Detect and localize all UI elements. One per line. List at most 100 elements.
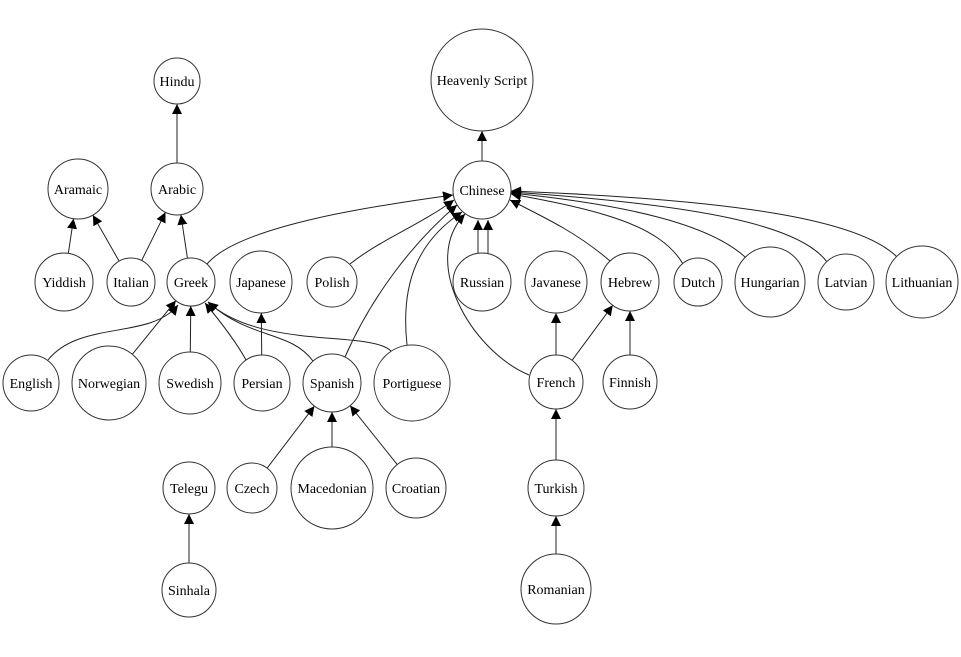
node-label: Polish [314,276,349,291]
edge-spanish-to-chinese [344,204,458,358]
node-label: Chinese [459,184,504,199]
node-label: Aramaic [54,183,102,198]
node-label: Hebrew [608,276,653,291]
edge-greek-to-arabic [177,214,188,259]
node-circle [153,57,201,105]
node-greek[interactable]: Greek [166,257,216,307]
node-label: Norwegian [78,377,140,392]
node-hungarian[interactable]: Hungarian [734,246,806,318]
node-circle [158,351,222,415]
node-label: Hungarian [740,276,799,291]
node-circle [373,344,451,422]
node-polish[interactable]: Polish [306,256,358,308]
node-label: Heavenly Script [437,74,528,89]
node-label: English [10,377,53,392]
node-label: Romanian [527,583,585,598]
node-dutch[interactable]: Dutch [673,257,723,307]
node-label: Greek [174,276,208,291]
node-sinhala[interactable]: Sinhala [161,562,217,618]
node-french[interactable]: French [528,354,584,410]
node-label: Macedonian [297,482,366,497]
node-persian[interactable]: Persian [233,354,291,412]
node-chinese[interactable]: Chinese [452,160,512,220]
node-label: Italian [113,276,149,291]
node-circle [162,461,216,515]
node-circle [233,354,291,412]
node-circle [817,253,875,311]
node-hindu[interactable]: Hindu [153,57,201,105]
edge-hungarian-to-chinese [510,189,746,258]
node-finnish[interactable]: Finnish [602,354,658,410]
node-macedonian[interactable]: Macedonian [290,446,374,530]
node-circle [166,257,216,307]
node-label: Czech [235,482,270,497]
node-label: Turkish [534,482,577,497]
edge-norwegian-to-greek [131,300,177,355]
node-label: Sinhala [168,584,211,599]
node-japanese[interactable]: Japanese [229,250,293,314]
edge-dutch-to-chinese [510,190,684,265]
node-label: Persian [241,377,282,392]
edge-czech-to-spanish [266,405,315,469]
node-circle [524,250,588,314]
node-circle [527,459,585,517]
node-circle [734,246,806,318]
node-label: Yiddish [42,276,86,291]
node-circle [2,354,60,412]
node-label: Portiguese [382,377,441,392]
node-circle [430,28,534,132]
edge-italian-to-aramaic [92,214,120,262]
node-circle [452,160,512,220]
node-circle [71,345,147,421]
node-heavenly[interactable]: Heavenly Script [430,28,534,132]
node-norwegian[interactable]: Norwegian [71,345,147,421]
node-circle [528,354,584,410]
node-english[interactable]: English [2,354,60,412]
node-label: Hindu [160,75,195,90]
node-portiguese[interactable]: Portiguese [373,344,451,422]
node-label: French [537,376,576,391]
edge-croatian-to-spanish [349,405,398,465]
node-swedish[interactable]: Swedish [158,351,222,415]
edge-persian-to-greek [204,302,247,361]
node-aramaic[interactable]: Aramaic [47,158,109,220]
node-czech[interactable]: Czech [226,462,278,514]
node-hebrew[interactable]: Hebrew [600,252,660,312]
node-label: Dutch [681,276,715,291]
node-javanese[interactable]: Javanese [524,250,588,314]
node-circle [47,158,109,220]
edge-polish-to-chinese [349,199,455,265]
node-arabic[interactable]: Arabic [150,162,204,216]
edge-italian-to-arabic [141,212,166,261]
node-label: Arabic [158,183,196,198]
edges-layer [47,104,898,563]
node-label: Swedish [166,377,213,392]
node-circle [673,257,723,307]
edge-portiguese-to-chinese [405,211,463,346]
node-turkish[interactable]: Turkish [527,459,585,517]
node-circle [161,562,217,618]
node-lithuanian[interactable]: Lithuanian [885,245,959,319]
edge-hebrew-to-chinese [509,199,611,262]
node-circle [385,457,447,519]
node-latvian[interactable]: Latvian [817,253,875,311]
node-circle [306,256,358,308]
node-spanish[interactable]: Spanish [302,353,362,413]
node-croatian[interactable]: Croatian [385,457,447,519]
node-russian[interactable]: Russian [452,252,512,312]
node-yiddish[interactable]: Yiddish [34,252,94,312]
node-italian[interactable]: Italian [106,257,156,307]
node-circle [150,162,204,216]
node-circle [290,446,374,530]
node-telegu[interactable]: Telegu [162,461,216,515]
node-label: Croatian [392,482,440,497]
node-label: Finnish [609,376,651,391]
node-label: Latvian [825,276,868,291]
node-label: Telegu [170,482,208,497]
edge-french-to-hebrew [571,305,614,361]
node-circle [226,462,278,514]
node-label: Spanish [310,377,354,392]
node-romanian[interactable]: Romanian [520,553,592,625]
node-label: Javanese [531,276,581,291]
